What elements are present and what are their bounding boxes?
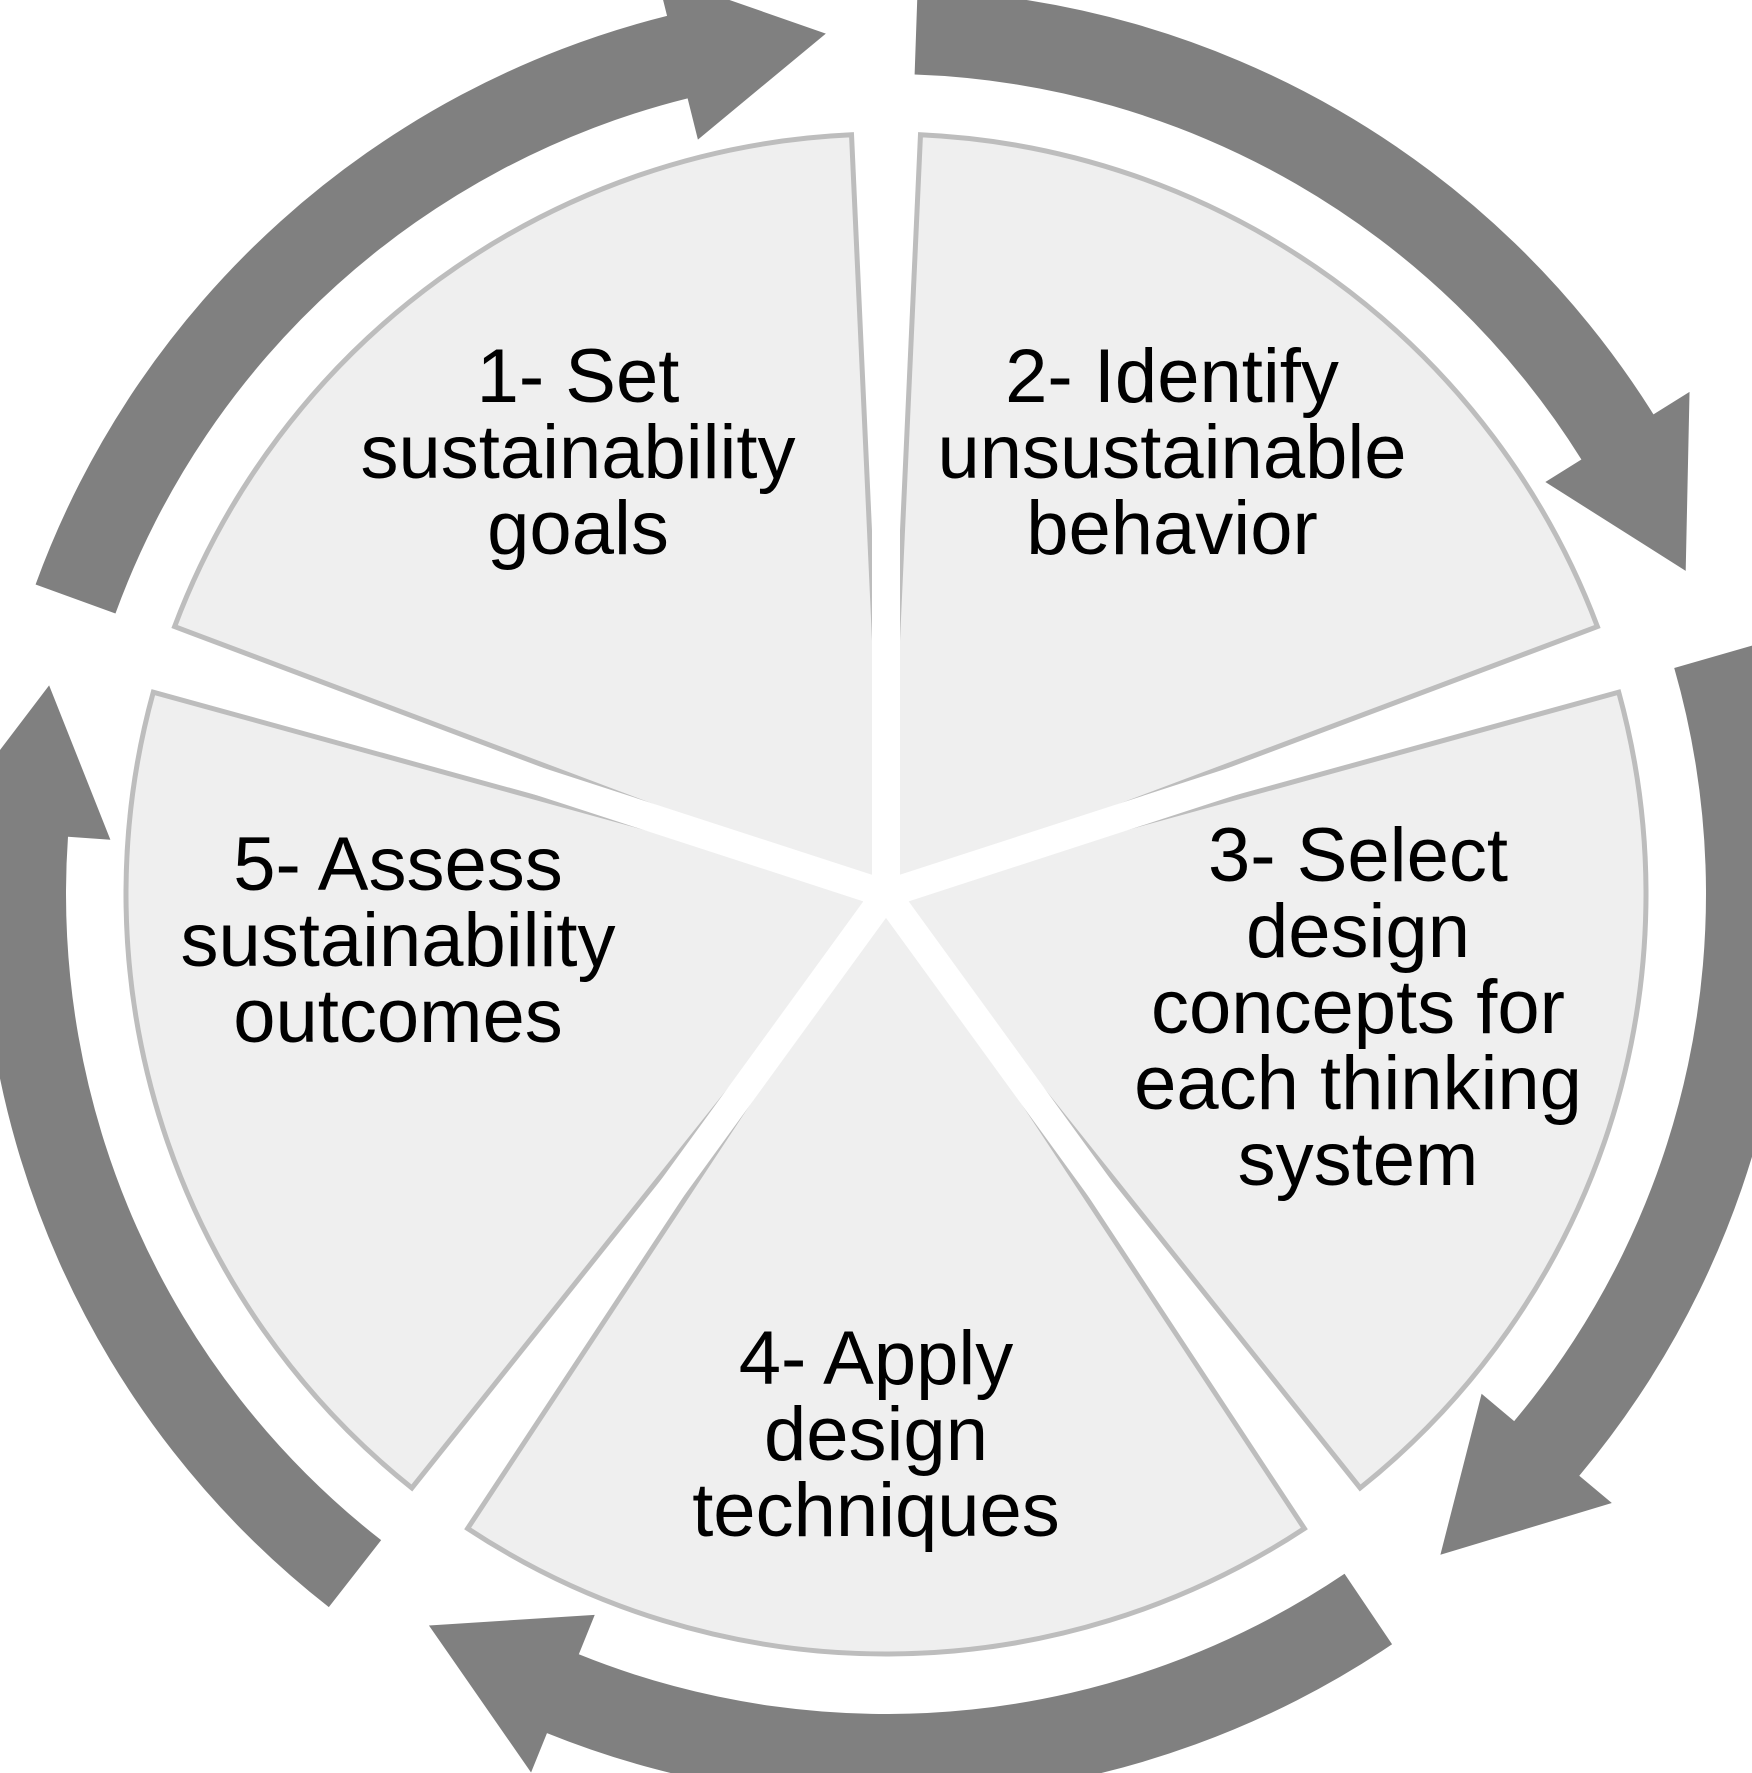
step-5-label-line: sustainability xyxy=(180,898,615,983)
segment-step-5 xyxy=(171,132,889,898)
step-4-label-line: techniques xyxy=(692,1468,1060,1553)
arrow-step-3-to-4 xyxy=(1440,645,1752,1555)
segment-step-4 xyxy=(123,689,891,1492)
step-5-label-line: 5- Assess xyxy=(233,822,562,907)
step-5-label-line: outcomes xyxy=(233,974,563,1059)
segment-step-2 xyxy=(881,689,1649,1492)
step-4-label-line: 4- Apply xyxy=(739,1316,1014,1401)
hub-center xyxy=(862,870,910,918)
step-3-label-line: concepts for xyxy=(1151,965,1565,1050)
step-2-label-line: 2- Identify xyxy=(1005,334,1339,419)
step-3-label-line: 3- Select xyxy=(1208,813,1508,898)
step-1-label-line: 1- Set xyxy=(477,334,680,419)
segments xyxy=(123,124,1649,1657)
step-3-label-line: system xyxy=(1238,1117,1479,1202)
step-2-label-line: behavior xyxy=(1026,486,1318,571)
segment-step-3 xyxy=(464,889,1308,1657)
arrow-step-4-to-5 xyxy=(428,1573,1393,1773)
arrow-step-5-to-1 xyxy=(0,685,382,1608)
step-3-label-line: each thinking xyxy=(1134,1041,1582,1126)
arrow-step-2-to-3 xyxy=(914,0,1690,571)
step-4-label-line: design xyxy=(764,1392,988,1477)
step-1-label-line: goals xyxy=(487,486,669,571)
step-3-label-line: design xyxy=(1246,889,1470,974)
segment-divider xyxy=(422,885,898,1526)
segment-divider xyxy=(881,642,1623,908)
arrow-step-1-to-2 xyxy=(35,0,826,614)
step-2-label-line: unsustainable xyxy=(937,410,1406,495)
segment-divider xyxy=(874,885,1350,1526)
segment-step-1 xyxy=(883,132,1601,898)
step-1-label-line: sustainability xyxy=(360,410,795,495)
segment-divider xyxy=(149,642,891,908)
